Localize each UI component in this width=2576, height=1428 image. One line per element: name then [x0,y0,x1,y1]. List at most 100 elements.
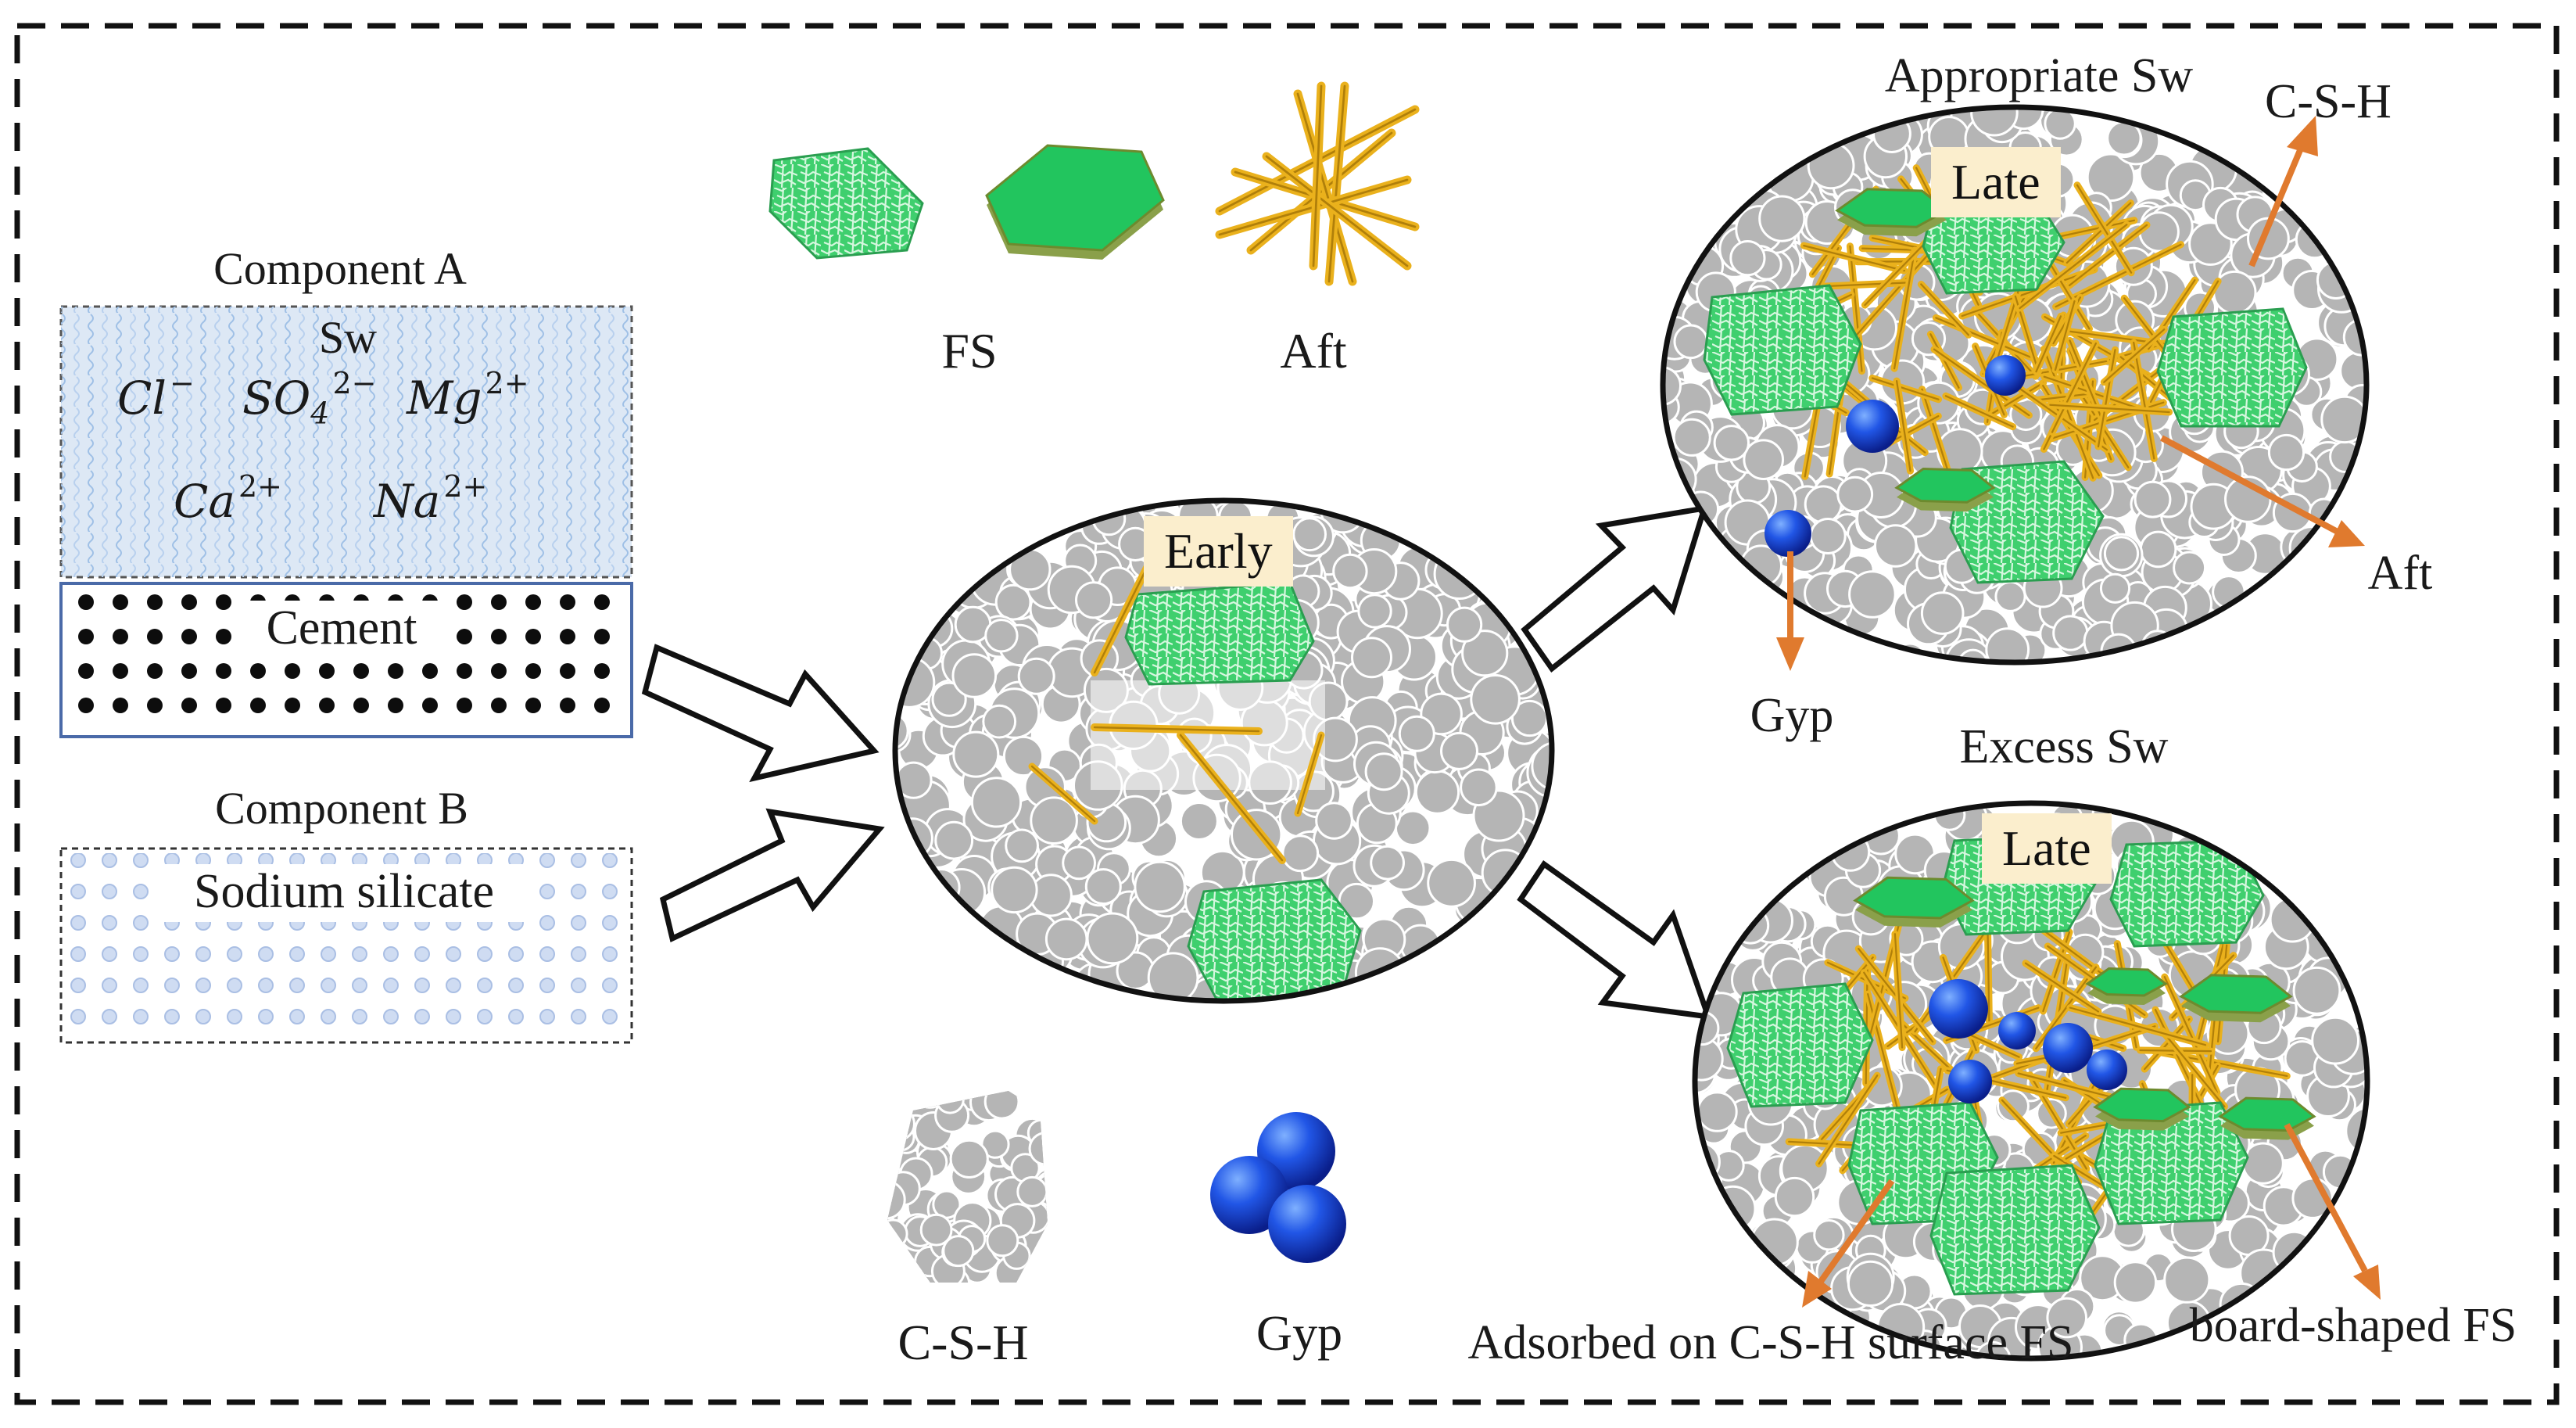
csh-particle [1997,1089,2030,1123]
aft-needle-edge [1944,395,2014,428]
aft-needle-edge [1935,317,2037,361]
aft-needle-edge [2154,1008,2206,1114]
fs-patch [2109,839,2265,948]
csh-particle [1398,715,1435,752]
adsorbed-fs-callout-arrow [1802,1179,1895,1308]
csh-particle [1030,796,1078,845]
csh-particle [2052,615,2089,651]
csh-particle [1920,591,1965,635]
csh-particle [2113,1261,2158,1304]
early-aft-needle-edge [1179,734,1284,862]
csh-particle [994,583,1032,621]
csh-legend-particle [1016,1175,1048,1207]
csh-legend-particle [935,1091,965,1114]
aft-needle-edge [2068,224,2148,287]
csh-particle [2086,152,2136,203]
aft-needle-edge [2161,1029,2226,1108]
gyp-ball [1948,1060,1992,1103]
csh-particle [1974,1340,2012,1358]
component-a-title: Component A [213,243,467,294]
csh-legend-particle [986,1224,1019,1258]
csh-particle [1281,834,1320,873]
csh-particle [1663,366,1682,406]
csh-particle [1351,637,1392,679]
csh-particle [895,712,909,751]
aft-needle-edge [1849,245,1863,372]
fs-board [2179,974,2293,1014]
csh-legend-particle [983,1091,1020,1120]
csh-particle [1743,439,1784,481]
csh-particle [1713,425,1750,461]
fs-board-legend-icon [985,144,1165,260]
aft-legend-needle-edge [1327,84,1346,283]
seawater-label: Sw [318,312,378,363]
csh-particle [2292,966,2341,1015]
gyp-ball [2043,1023,2093,1073]
csh-particle [2139,530,2177,569]
fs-patch [2094,1101,2249,1225]
csh-legend-particle [943,1091,977,1101]
aft-needle-edge [1914,917,1997,1033]
aft-needle-edge [1868,906,1904,1037]
csh-particle [1804,485,1843,524]
aft-needle-edge [2144,1017,2191,1071]
csh-callout-arrow [2248,116,2318,267]
aft-needle-edge [1864,234,1934,307]
csh-particle [1809,518,1847,554]
csh-legend-icon [887,1091,1048,1283]
aft-needle-edge [1818,1075,1879,1165]
gyp-callout-label: Gyp [1750,689,1834,742]
csh-particle [2103,536,2140,572]
early-fs-patch [1124,581,1315,686]
csh-legend-particle [887,1107,916,1142]
aft-needle-edge [1843,252,1931,350]
gyp-ball [2087,1049,2127,1090]
aft-needle-edge [1895,379,1911,472]
aft-legend-needle-edge [1249,131,1393,252]
gyp-ball [1929,979,1988,1039]
csh-particle [2311,1016,2360,1065]
aft-needle-edge [2024,962,2100,1013]
csh-legend-label: C-S-H [897,1315,1029,1370]
csh-particle [1874,524,1918,568]
aft-needle-edge [2119,356,2176,403]
csh-particle [2163,1256,2211,1304]
chloride-ion: Cl− [117,366,195,425]
component-b-title: Component B [215,783,468,834]
gyp-ball [1846,400,1899,453]
csh-legend-particle [923,1091,962,1105]
csh-legend-particle [887,1180,906,1220]
csh-particle [1774,1176,1815,1218]
aft-legend-needle-edge [1265,155,1409,267]
aft-needle-edge [1920,283,1970,336]
csh-particle [1461,630,1509,677]
aft-needle-edge [2053,1154,2106,1188]
aft-needle-edge [2055,243,2182,308]
aft-legend-label: Aft [1280,323,1347,379]
excess-late-tag: Late [1982,813,2112,884]
hollow-arrow-from-cement [641,644,880,783]
aft-needle-edge [2103,328,2166,383]
fs-patch [1726,982,1874,1108]
csh-particle [1672,418,1711,457]
aft-needle-edge [1803,244,1905,272]
sodium-silicate-label-bg [160,864,528,922]
fs-patch [1703,284,1862,416]
aft-needle-edge [1921,388,1952,481]
csh-particle [2212,270,2257,315]
csh-particle [1084,868,1122,906]
fs-cluster-legend-icon [769,147,924,260]
aft-callout-label: Aft [2367,547,2433,600]
early-aft-needle-edge [1093,726,1260,733]
early-aft-needle-edge [1296,734,1323,815]
csh-legend-particle [1045,1172,1048,1207]
fs-board [1894,467,1996,504]
outer-dashed-frame [14,23,2560,1405]
csh-particle [1075,581,1113,619]
csh-particle [1086,912,1139,965]
csh-particle [1044,917,1088,961]
csh-particle [1364,752,1403,791]
aft-legend-icon [1215,81,1420,286]
